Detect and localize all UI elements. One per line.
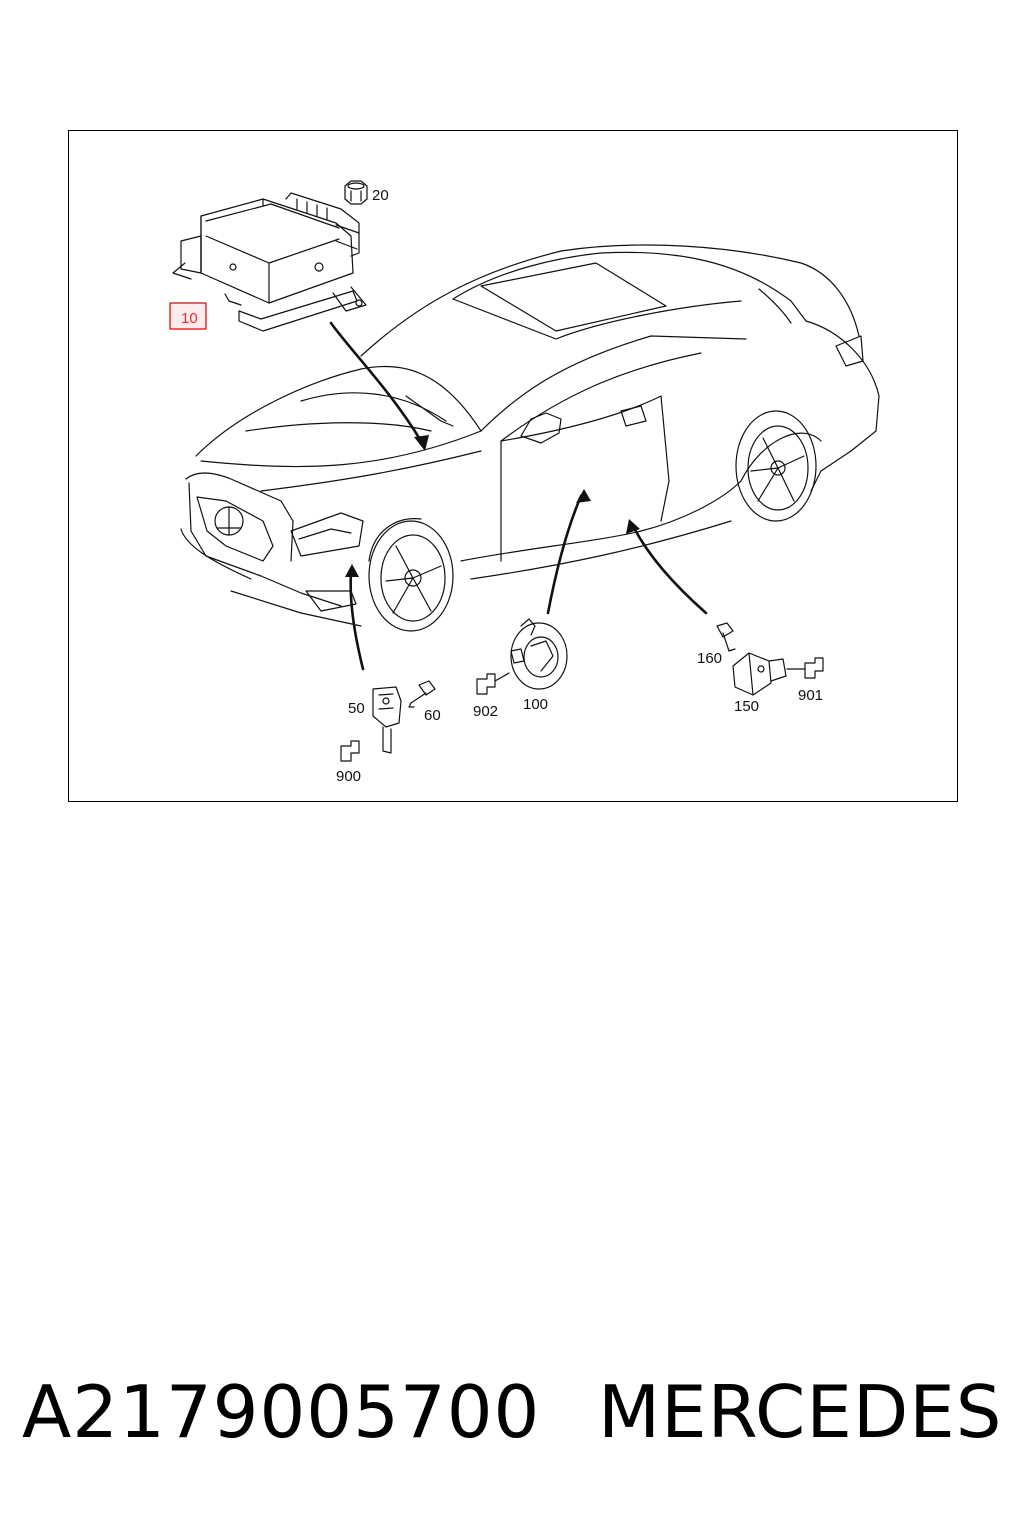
bolt-60-illustration — [408, 680, 436, 708]
callout-60[interactable]: 60 — [424, 707, 441, 724]
callout-900[interactable]: 900 — [336, 768, 361, 785]
footer: A2179005700 MERCEDES — [0, 1370, 1024, 1480]
callout-901[interactable]: 901 — [798, 687, 823, 704]
car-illustration — [180, 244, 880, 632]
nut-illustration — [344, 180, 368, 205]
callout-20[interactable]: 20 — [372, 187, 389, 204]
callout-902[interactable]: 902 — [473, 703, 498, 720]
connector-901-icon — [786, 657, 824, 679]
arrow-heads — [345, 435, 640, 577]
brand-name: MERCEDES — [598, 1370, 1003, 1454]
sensor-100-illustration — [510, 618, 568, 690]
callout-50[interactable]: 50 — [348, 700, 365, 717]
callout-160[interactable]: 160 — [697, 650, 722, 667]
bolt-160-illustration — [716, 622, 736, 652]
callout-10[interactable]: 10 — [181, 310, 198, 327]
part-number: A2179005700 — [22, 1370, 541, 1454]
connector-902-icon — [476, 672, 510, 695]
sensor-150-illustration — [732, 652, 787, 696]
control-unit-illustration — [172, 192, 367, 332]
parts-diagram: 10 20 50 60 100 150 160 900 901 902 — [169, 180, 880, 785]
diagram-frame: 10 20 50 60 100 150 160 900 901 902 — [68, 130, 958, 802]
connector-900-icon — [340, 740, 360, 762]
pointer-arrows — [329, 321, 708, 671]
callout-100[interactable]: 100 — [523, 696, 548, 713]
callout-150[interactable]: 150 — [734, 698, 759, 715]
front-sensor-illustration — [372, 686, 402, 754]
callout-10-highlight-box — [169, 302, 207, 330]
